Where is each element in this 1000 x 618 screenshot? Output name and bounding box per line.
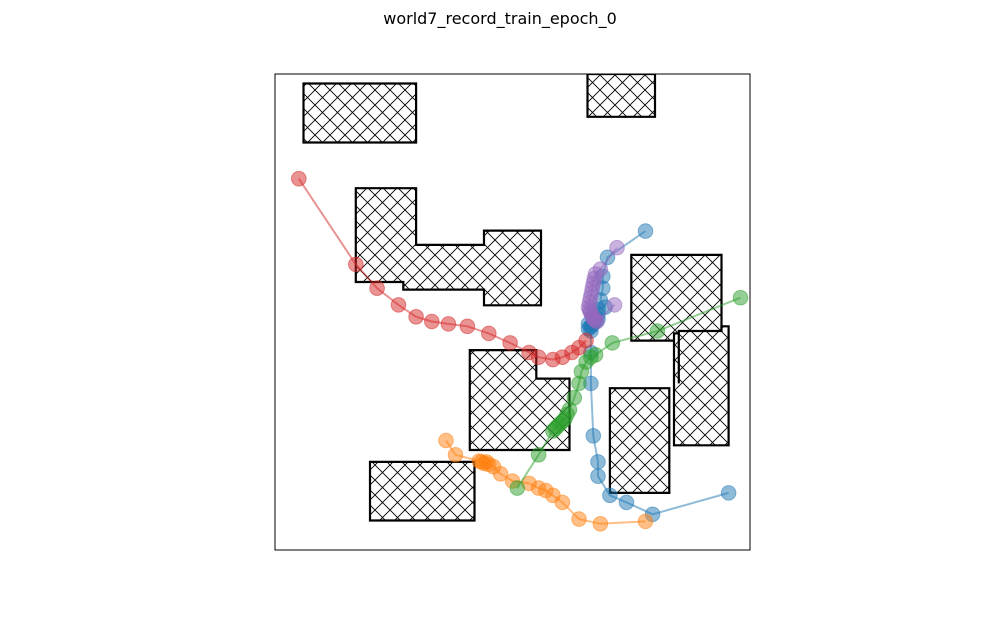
trajectory-point <box>447 447 464 463</box>
obstacle-1 <box>302 82 418 144</box>
trajectory-point <box>609 239 625 256</box>
trajectory-point <box>440 316 457 332</box>
trajectory-point <box>530 349 547 366</box>
trajectory-point <box>637 513 654 530</box>
obstacle-4 <box>630 253 723 342</box>
series-layer <box>291 170 749 532</box>
trajectory-point <box>509 480 526 496</box>
trajectory-point <box>571 375 587 392</box>
trajectory-point <box>502 335 518 351</box>
trajectory-point <box>424 313 440 330</box>
trajectory-point <box>606 297 623 313</box>
trajectory-point <box>492 466 509 482</box>
trajectory-series-5 <box>580 239 625 330</box>
trajectory-point <box>369 280 385 297</box>
trajectory-point <box>291 170 307 187</box>
obstacle-8 <box>368 460 476 522</box>
trajectory-point <box>618 494 635 511</box>
trajectory-series-2 <box>438 432 654 532</box>
trajectory-point <box>637 223 654 239</box>
obstacle-7 <box>608 387 671 494</box>
trajectory-point <box>554 494 571 511</box>
trajectory-point <box>481 325 497 342</box>
trajectory-point <box>585 428 602 444</box>
trajectory-point <box>649 323 666 339</box>
trajectory-point <box>590 454 606 470</box>
trajectory-point <box>604 335 621 351</box>
obstacle-5 <box>672 325 730 447</box>
obstacle-2 <box>586 74 657 118</box>
chart-title: world7_record_train_epoch_0 <box>383 9 617 28</box>
obstacles-layer <box>302 74 730 522</box>
trajectory-point <box>459 318 476 335</box>
trajectory-point <box>408 309 424 325</box>
trajectory-point <box>602 487 618 504</box>
trajectory-point <box>578 332 594 349</box>
trajectory-point <box>348 256 364 273</box>
trajectory-point <box>732 289 749 306</box>
trajectory-point <box>390 297 407 313</box>
trajectory-point <box>720 485 737 501</box>
trajectory-series-3 <box>509 289 749 496</box>
trajectory-point <box>530 447 547 463</box>
trajectory-point <box>438 432 454 449</box>
trajectory-series-4 <box>291 170 594 368</box>
trajectory-point <box>590 468 606 485</box>
trajectory-point <box>545 423 561 439</box>
trajectory-point <box>589 313 605 330</box>
trajectory-point <box>592 516 609 532</box>
trajectory-point <box>571 511 587 527</box>
obstacle-6 <box>468 349 571 452</box>
obstacle-3 <box>354 187 543 307</box>
